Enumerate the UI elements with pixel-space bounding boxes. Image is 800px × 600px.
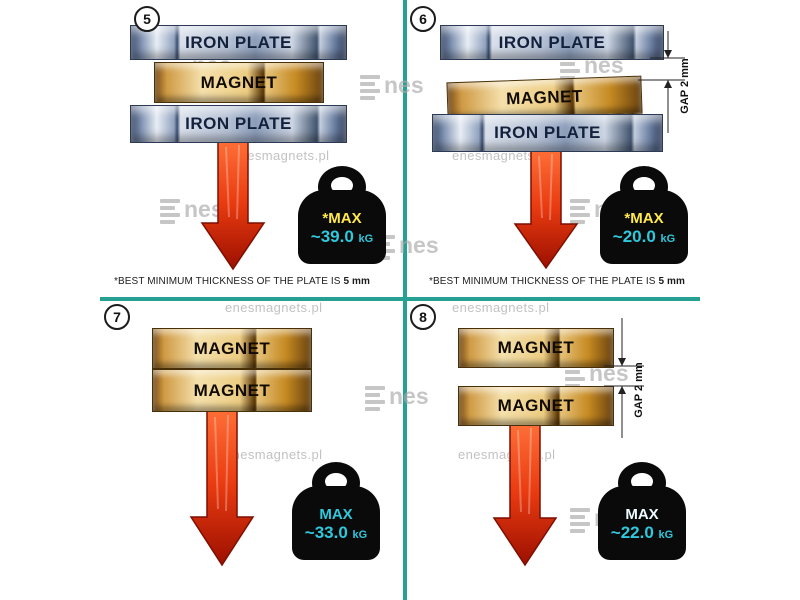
iron-plate-bottom: IRON PLATE [432,114,663,152]
panel-7-number: 7 [104,304,130,330]
site-watermark: enesmagnets.pl [232,148,330,163]
weight-value: ~39.0 kG [310,226,374,246]
weight-max-label: MAX [319,505,353,523]
magnet-block-bottom: MAGNET [152,369,312,412]
gap-label: GAP 2 mm [679,58,691,114]
weight-value: ~20.0 kG [612,226,676,246]
magnet-block-bottom: MAGNET [458,386,614,426]
iron-plate-top: IRON PLATE [440,25,664,60]
gap-label: GAP 2 mm [633,362,645,418]
enes-e-icon [570,196,590,224]
enes-logo-watermark: nes [160,196,224,224]
enes-e-icon [365,383,385,411]
weight-handle-hole [633,177,655,194]
weight-value: ~22.0 kG [610,522,674,542]
panel-5-number: 5 [134,6,160,32]
weight-body: MAX ~22.0 kG [598,486,686,560]
iron-plate-bottom: IRON PLATE [130,105,347,143]
weight-kettlebell: *MAX ~39.0 kG [298,166,386,264]
weight-handle-hole [631,473,653,490]
force-arrow [513,148,579,270]
panel-6-number: 6 [410,6,436,32]
magnet-block: MAGNET [154,62,324,103]
site-watermark: enesmagnets.pl [225,300,323,315]
weight-max-label: *MAX [322,209,362,227]
weight-handle-hole [331,177,353,194]
force-arrow [492,422,558,567]
weight-value: ~33.0 kG [304,522,368,542]
gap-dimension [604,318,644,438]
weight-kettlebell: MAX ~33.0 kG [292,462,380,560]
iron-plate-top: IRON PLATE [130,25,347,60]
panel-8-number: 8 [410,304,436,330]
footnote: *BEST MINIMUM THICKNESS OF THE PLATE IS … [429,276,685,287]
enes-e-icon [360,72,380,100]
magnet-block-top: MAGNET [458,328,614,368]
force-arrow [189,407,255,567]
weight-kettlebell: *MAX ~20.0 kG [600,166,688,264]
enes-logo-watermark: nes [365,383,429,411]
enes-logo-watermark: nes [360,72,424,100]
horizontal-divider [100,297,700,301]
weight-kettlebell: MAX ~22.0 kG [598,462,686,560]
weight-handle-hole [325,473,347,490]
enes-e-icon [570,505,590,533]
gap-dimension [638,31,685,133]
site-watermark: enesmagnets.pl [225,447,323,462]
weight-body: MAX ~33.0 kG [292,486,380,560]
site-watermark: enesmagnets.pl [452,300,550,315]
weight-max-label: *MAX [624,209,664,227]
weight-body: *MAX ~20.0 kG [600,190,688,264]
force-arrow [200,139,266,271]
weight-body: *MAX ~39.0 kG [298,190,386,264]
magnet-block-top: MAGNET [152,328,312,369]
footnote: *BEST MINIMUM THICKNESS OF THE PLATE IS … [114,276,370,287]
enes-e-icon [160,196,180,224]
weight-max-label: MAX [625,505,659,523]
